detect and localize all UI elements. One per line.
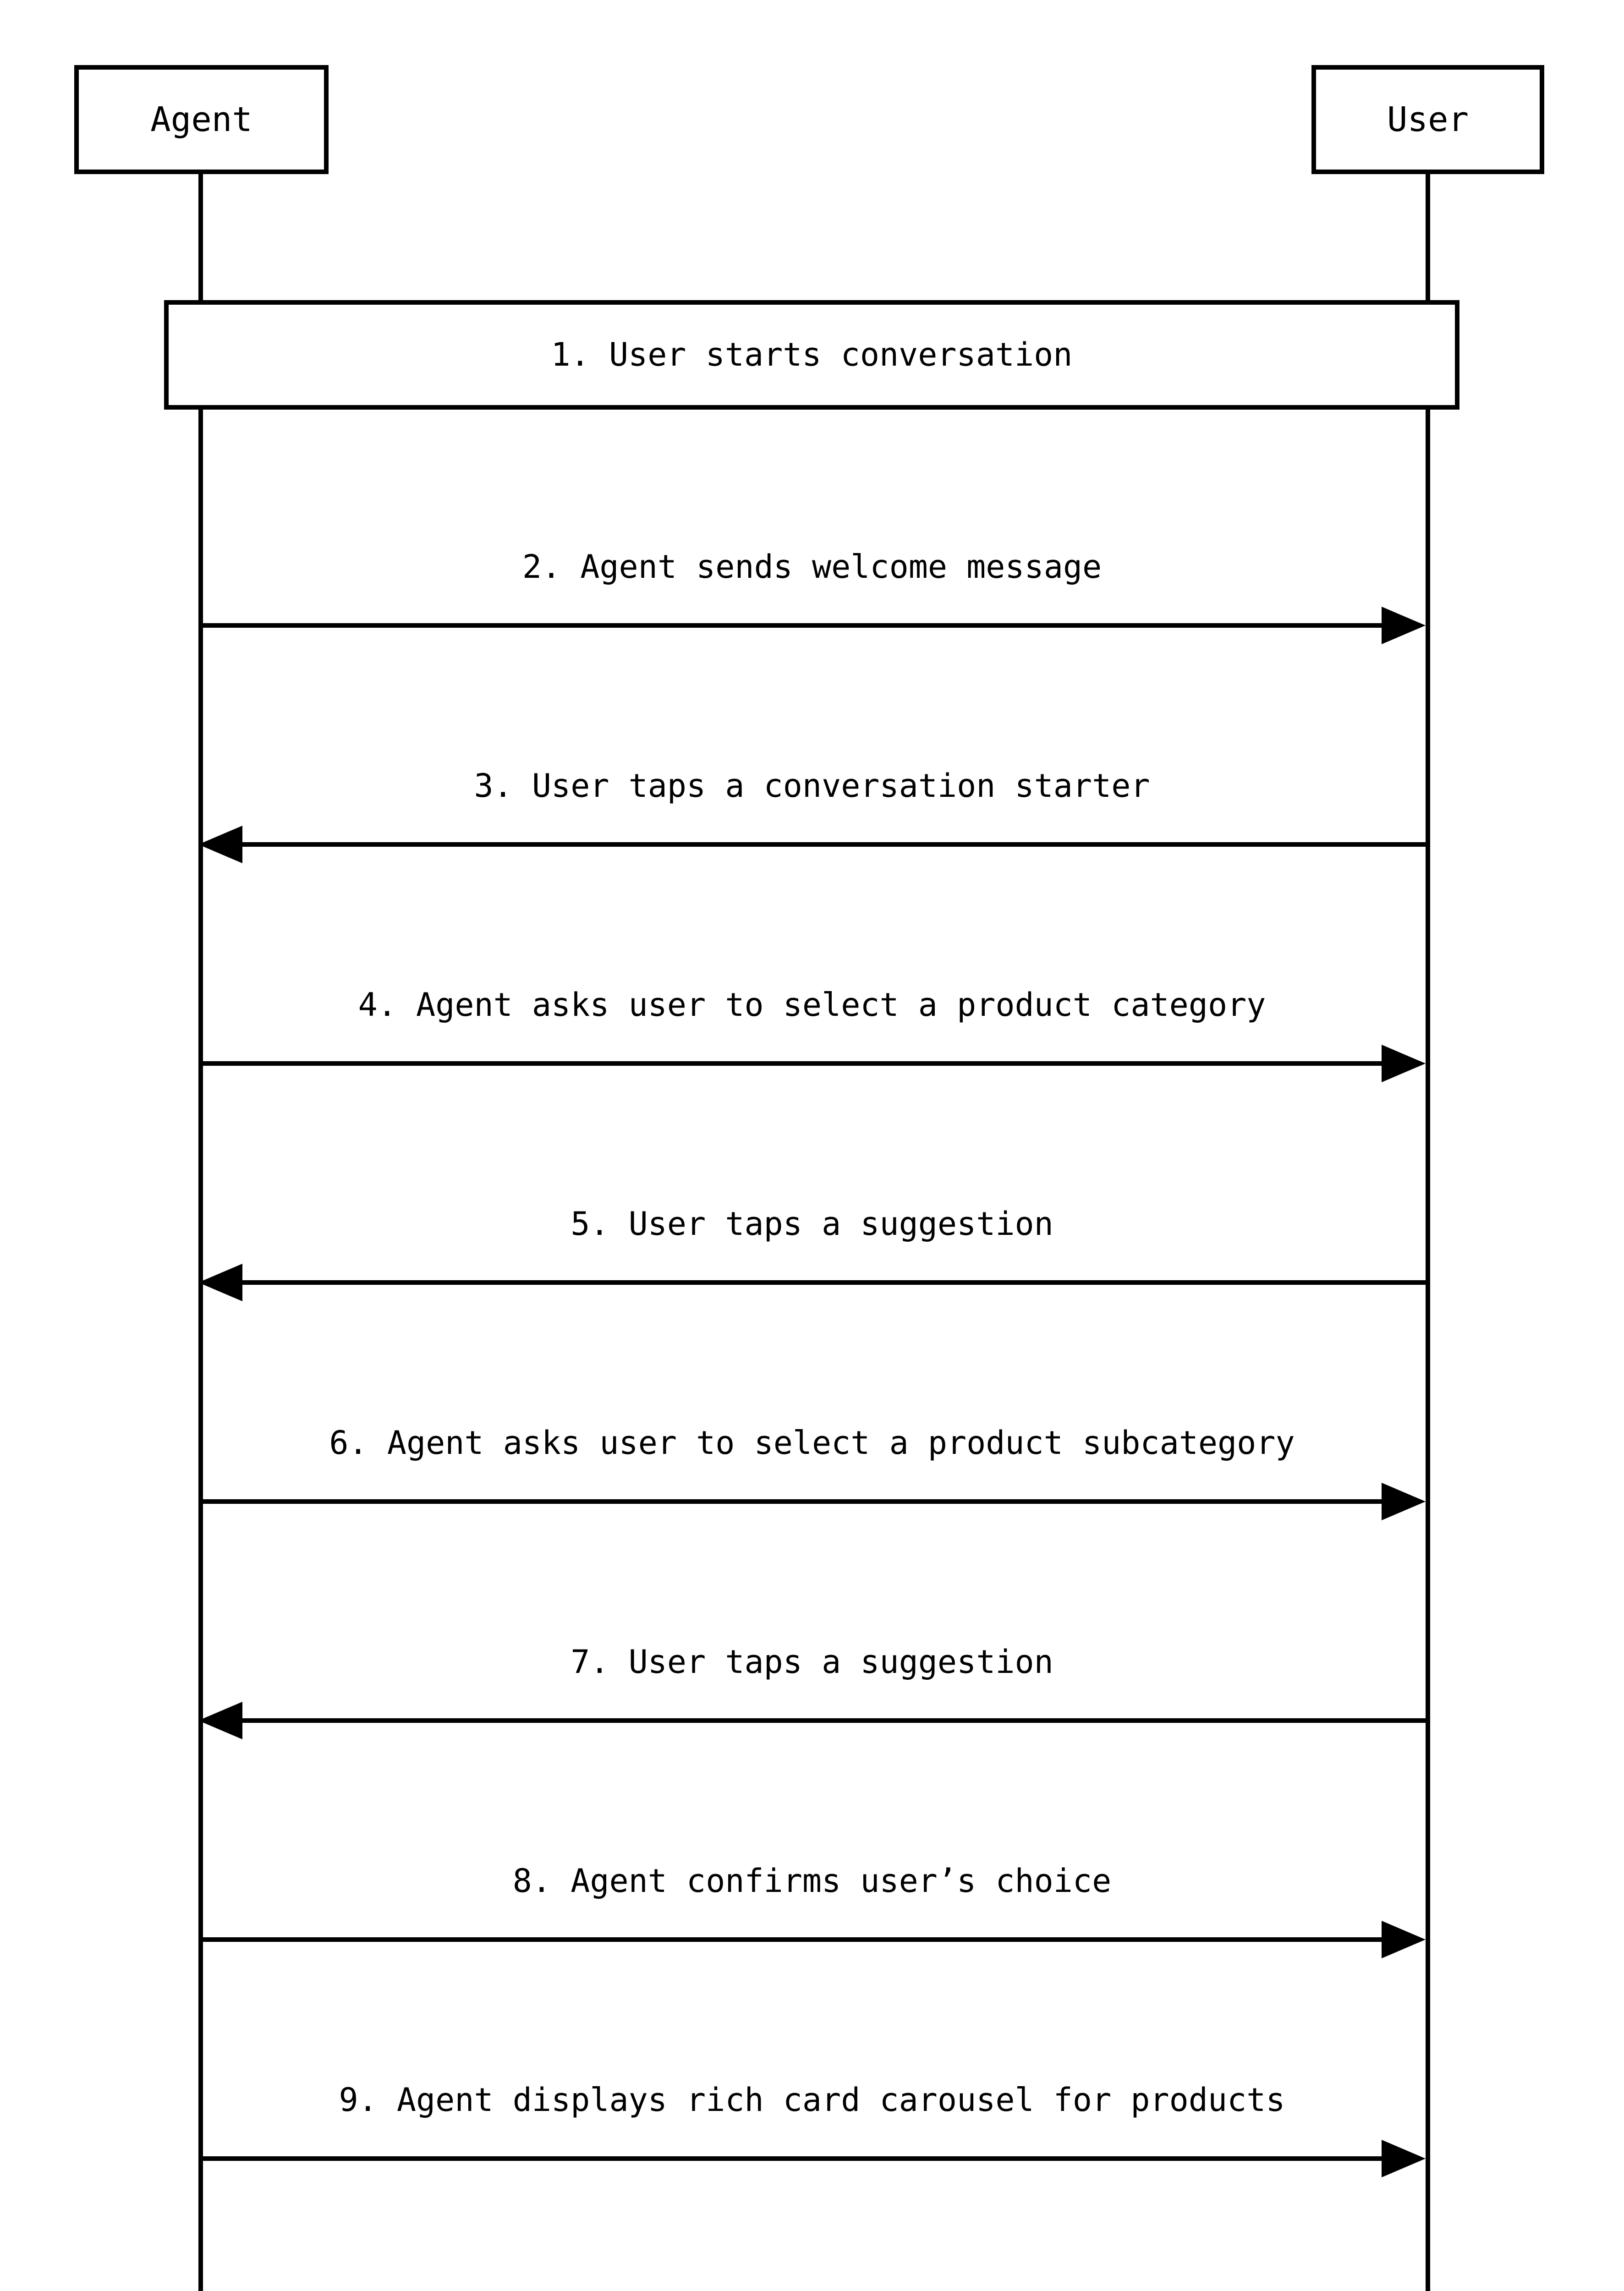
- message-step-2-line: [198, 623, 1382, 628]
- note-step-1-text: 1. User starts conversation: [551, 336, 1073, 374]
- participant-user-header[interactable]: User: [1311, 65, 1544, 174]
- participant-user-label: User: [1387, 100, 1469, 139]
- message-step-8-label: 8. Agent confirms user’s choice: [512, 1862, 1112, 1900]
- message-step-9-label: 9. Agent displays rich card carousel for…: [339, 2081, 1285, 2119]
- message-step-9-arrowhead: [1382, 2140, 1426, 2177]
- message-step-6-arrowhead: [1382, 1483, 1426, 1520]
- message-step-5-line: [242, 1280, 1426, 1285]
- message-step-2-label: 2. Agent sends welcome message: [522, 548, 1102, 586]
- message-step-4-line: [198, 1061, 1382, 1066]
- message-step-6-line: [198, 1499, 1382, 1504]
- message-step-4-label: 4. Agent asks user to select a product c…: [358, 986, 1266, 1024]
- message-step-7-line: [242, 1718, 1426, 1723]
- lifeline-user: [1426, 174, 1430, 2291]
- message-step-7-arrowhead: [198, 1702, 242, 1739]
- message-step-9-line: [198, 2156, 1382, 2161]
- message-step-3-label: 3. User taps a conversation starter: [474, 767, 1150, 805]
- message-step-3-arrowhead: [198, 826, 242, 863]
- message-step-5-label: 5. User taps a suggestion: [571, 1205, 1053, 1243]
- participant-agent-label: Agent: [150, 100, 252, 139]
- message-step-6-label: 6. Agent asks user to select a product s…: [329, 1424, 1295, 1462]
- message-step-4-arrowhead: [1382, 1045, 1426, 1082]
- message-step-2-arrowhead: [1382, 607, 1426, 644]
- message-step-7-label: 7. User taps a suggestion: [571, 1643, 1053, 1681]
- message-step-3-line: [242, 842, 1426, 847]
- lifeline-agent: [198, 174, 203, 2291]
- message-step-8-arrowhead: [1382, 1921, 1426, 1958]
- message-step-8-line: [198, 1937, 1382, 1942]
- message-step-5-arrowhead: [198, 1264, 242, 1301]
- note-step-1[interactable]: 1. User starts conversation: [164, 300, 1459, 410]
- participant-agent-header[interactable]: Agent: [74, 65, 329, 174]
